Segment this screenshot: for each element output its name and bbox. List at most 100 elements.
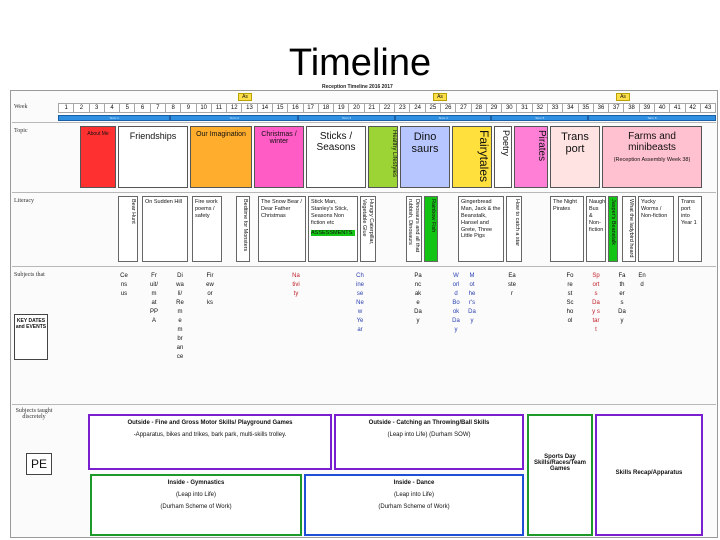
pe-inside-1-title: Inside - Gymnastics [167,480,225,486]
pe-outside-1-title: Outside - Fine and Gross Motor Skills/ P… [127,420,293,426]
pe-inside-gymnastics: Inside - Gymnastics (Leap into Life) (Du… [90,474,302,536]
event-vertical-text: Fathers Day [618,273,626,324]
literacy-cell: Yucky Worms / Non-fiction [638,196,674,262]
week-cell: 30 [502,103,518,113]
week-cell: 33 [548,103,564,113]
event-vertical-text: Census [120,273,128,297]
term-bar-segment: Term 1 [58,115,171,121]
topic-cell: Sticks / Seasons [306,126,366,188]
week-cell: 19 [334,103,350,113]
literacy-label: The Night Pirates [553,199,577,212]
pe-skills-recap: Skills Recap/Apparatus [595,414,703,536]
week-cell: 20 [349,103,365,113]
week-cell: 17 [303,103,319,113]
topic-label: Fairytales [477,130,491,183]
literacy-label: How to catch a star [514,199,520,247]
pe-label: PE [26,453,52,475]
literacy-cell: What the ladybird heard [622,196,636,262]
literacy-label: Hungry Caterpillar, Vegetable Glue [361,199,374,245]
row-label-discrete: Subjects taught discretely [15,408,53,420]
literacy-cell: Dinosaurs and all that rubbish, Dinosaur… [406,196,422,262]
literacy-cell: The Snow Bear / Dear Father Christmas [258,196,306,262]
week-cell: 15 [272,103,289,113]
week-cell: 26 [441,103,457,113]
slide-title: Timeline [288,42,432,84]
literacy-cell: Jasper's Beanstalk [608,196,618,262]
event-vertical-text: Sports Day start [592,273,600,333]
topic-label: Dino saurs [411,131,439,155]
literacy-label: What the ladybird heard [628,199,634,258]
week-cell: 23 [395,103,411,113]
pe-outside-fine-gross: Outside - Fine and Gross Motor Skills/ P… [88,414,332,470]
literacy-cell: How to catch a star [506,196,522,262]
week-cell: 24 [410,103,426,113]
topic-label: Trans port [561,131,589,155]
week-cell: 11 [211,103,228,113]
literacy-label: Bedtime for Monsters [242,199,248,252]
literacy-label: Gingerbread Man, Jack & the Beanstalk, H… [461,199,501,240]
literacy-cell: Trans port into Year 1 [678,196,702,262]
literacy-cell: The Night Pirates [550,196,584,262]
week-cell: 28 [471,103,487,113]
pe-inside-dance: Inside - Dance (Leap into Life) (Durham … [304,474,524,536]
literacy-cell: Bear Hunt [118,196,138,262]
week-cell: 29 [486,103,503,113]
pe-outside-catching: Outside - Catching an Throwing/Ball Skil… [334,414,524,470]
pe-outside-2-text: (Leap into Life) (Durham SOW) [387,432,471,438]
term-bar-segment: Term 6 [587,115,716,121]
week-cell: 43 [700,103,717,113]
topic-note: (Reception Assembly Week 38) [613,157,691,163]
literacy-label: Stick Man, Stanley's Stick, Seasons Non … [311,199,349,226]
topic-label: Christmas / winter [261,131,297,145]
week-cell: 22 [379,103,396,113]
topic-cell: Poetry [494,126,512,188]
topic-cell: Healthy Lifestyles [368,126,398,188]
as-tag: As [238,93,252,101]
row-label-week: Week [14,104,28,110]
event-vertical-text: Fireworks [206,273,214,306]
literacy-label: The Snow Bear / Dear Father Christmas [261,199,302,219]
literacy-label: On Sudden Hill [145,199,182,205]
pe-inside-2-line2: (Durham Scheme of Work) [378,504,450,510]
topic-cell: Our Imagination [190,126,252,188]
week-cell: 39 [639,103,655,113]
literacy-label: Dinosaurs and all that rubbish, Dinosaur… [407,199,420,253]
week-cell: 8 [165,103,182,113]
topic-cell: Farms and minibeasts(Reception Assembly … [602,126,702,188]
week-cell: 31 [517,103,533,113]
literacy-cell: Fire work poems / safety [192,196,222,262]
divider [12,192,716,193]
week-cell: 21 [364,103,380,113]
pe-outside-1-text: -Apparatus, bikes and trikes, bark park,… [133,432,287,438]
topic-cell: Christmas / winter [254,126,304,188]
event-vertical-text: Forest School [566,273,574,324]
event-vertical-text: World Book Day [452,273,460,333]
pe-skills-recap-text: Skills Recap/Apparatus [615,470,683,476]
week-cell: 34 [563,103,579,113]
row-label-literacy: Literacy [14,198,34,204]
literacy-label: Trans port into Year 1 [681,199,697,226]
literacy-cell: Bedtime for Monsters [236,196,250,262]
literacy-label: Naughty Bus & Non-fiction [589,199,606,233]
week-cell: 27 [456,103,472,113]
topic-cell: Dino saurs [400,126,450,188]
week-cell: 6 [135,103,151,113]
topic-label: About Me [87,131,109,137]
pe-outside-2-title: Outside - Catching an Throwing/Ball Skil… [368,420,490,426]
term-bar-segment: Term 4 [394,115,492,121]
event-vertical-text: Easter [508,273,516,297]
row-label-topic: Topic [14,128,28,134]
week-cell: 41 [670,103,686,113]
topic-label: Friendships [129,131,177,141]
week-cell: 9 [181,103,197,113]
week-cell: 18 [318,103,335,113]
sheet-heading: Reception Timeline 2016 2017 [322,84,393,90]
week-cell: 37 [609,103,625,113]
literacy-label: Jasper's Beanstalk [610,199,616,245]
topic-cell: Friendships [118,126,188,188]
literacy-note: ASSESSMENTS [311,229,355,237]
literacy-cell: Hungry Caterpillar, Vegetable Glue [360,196,376,262]
week-cell: 14 [257,103,273,113]
topic-cell: About Me [80,126,116,188]
topic-label: Our Imagination [196,131,246,138]
